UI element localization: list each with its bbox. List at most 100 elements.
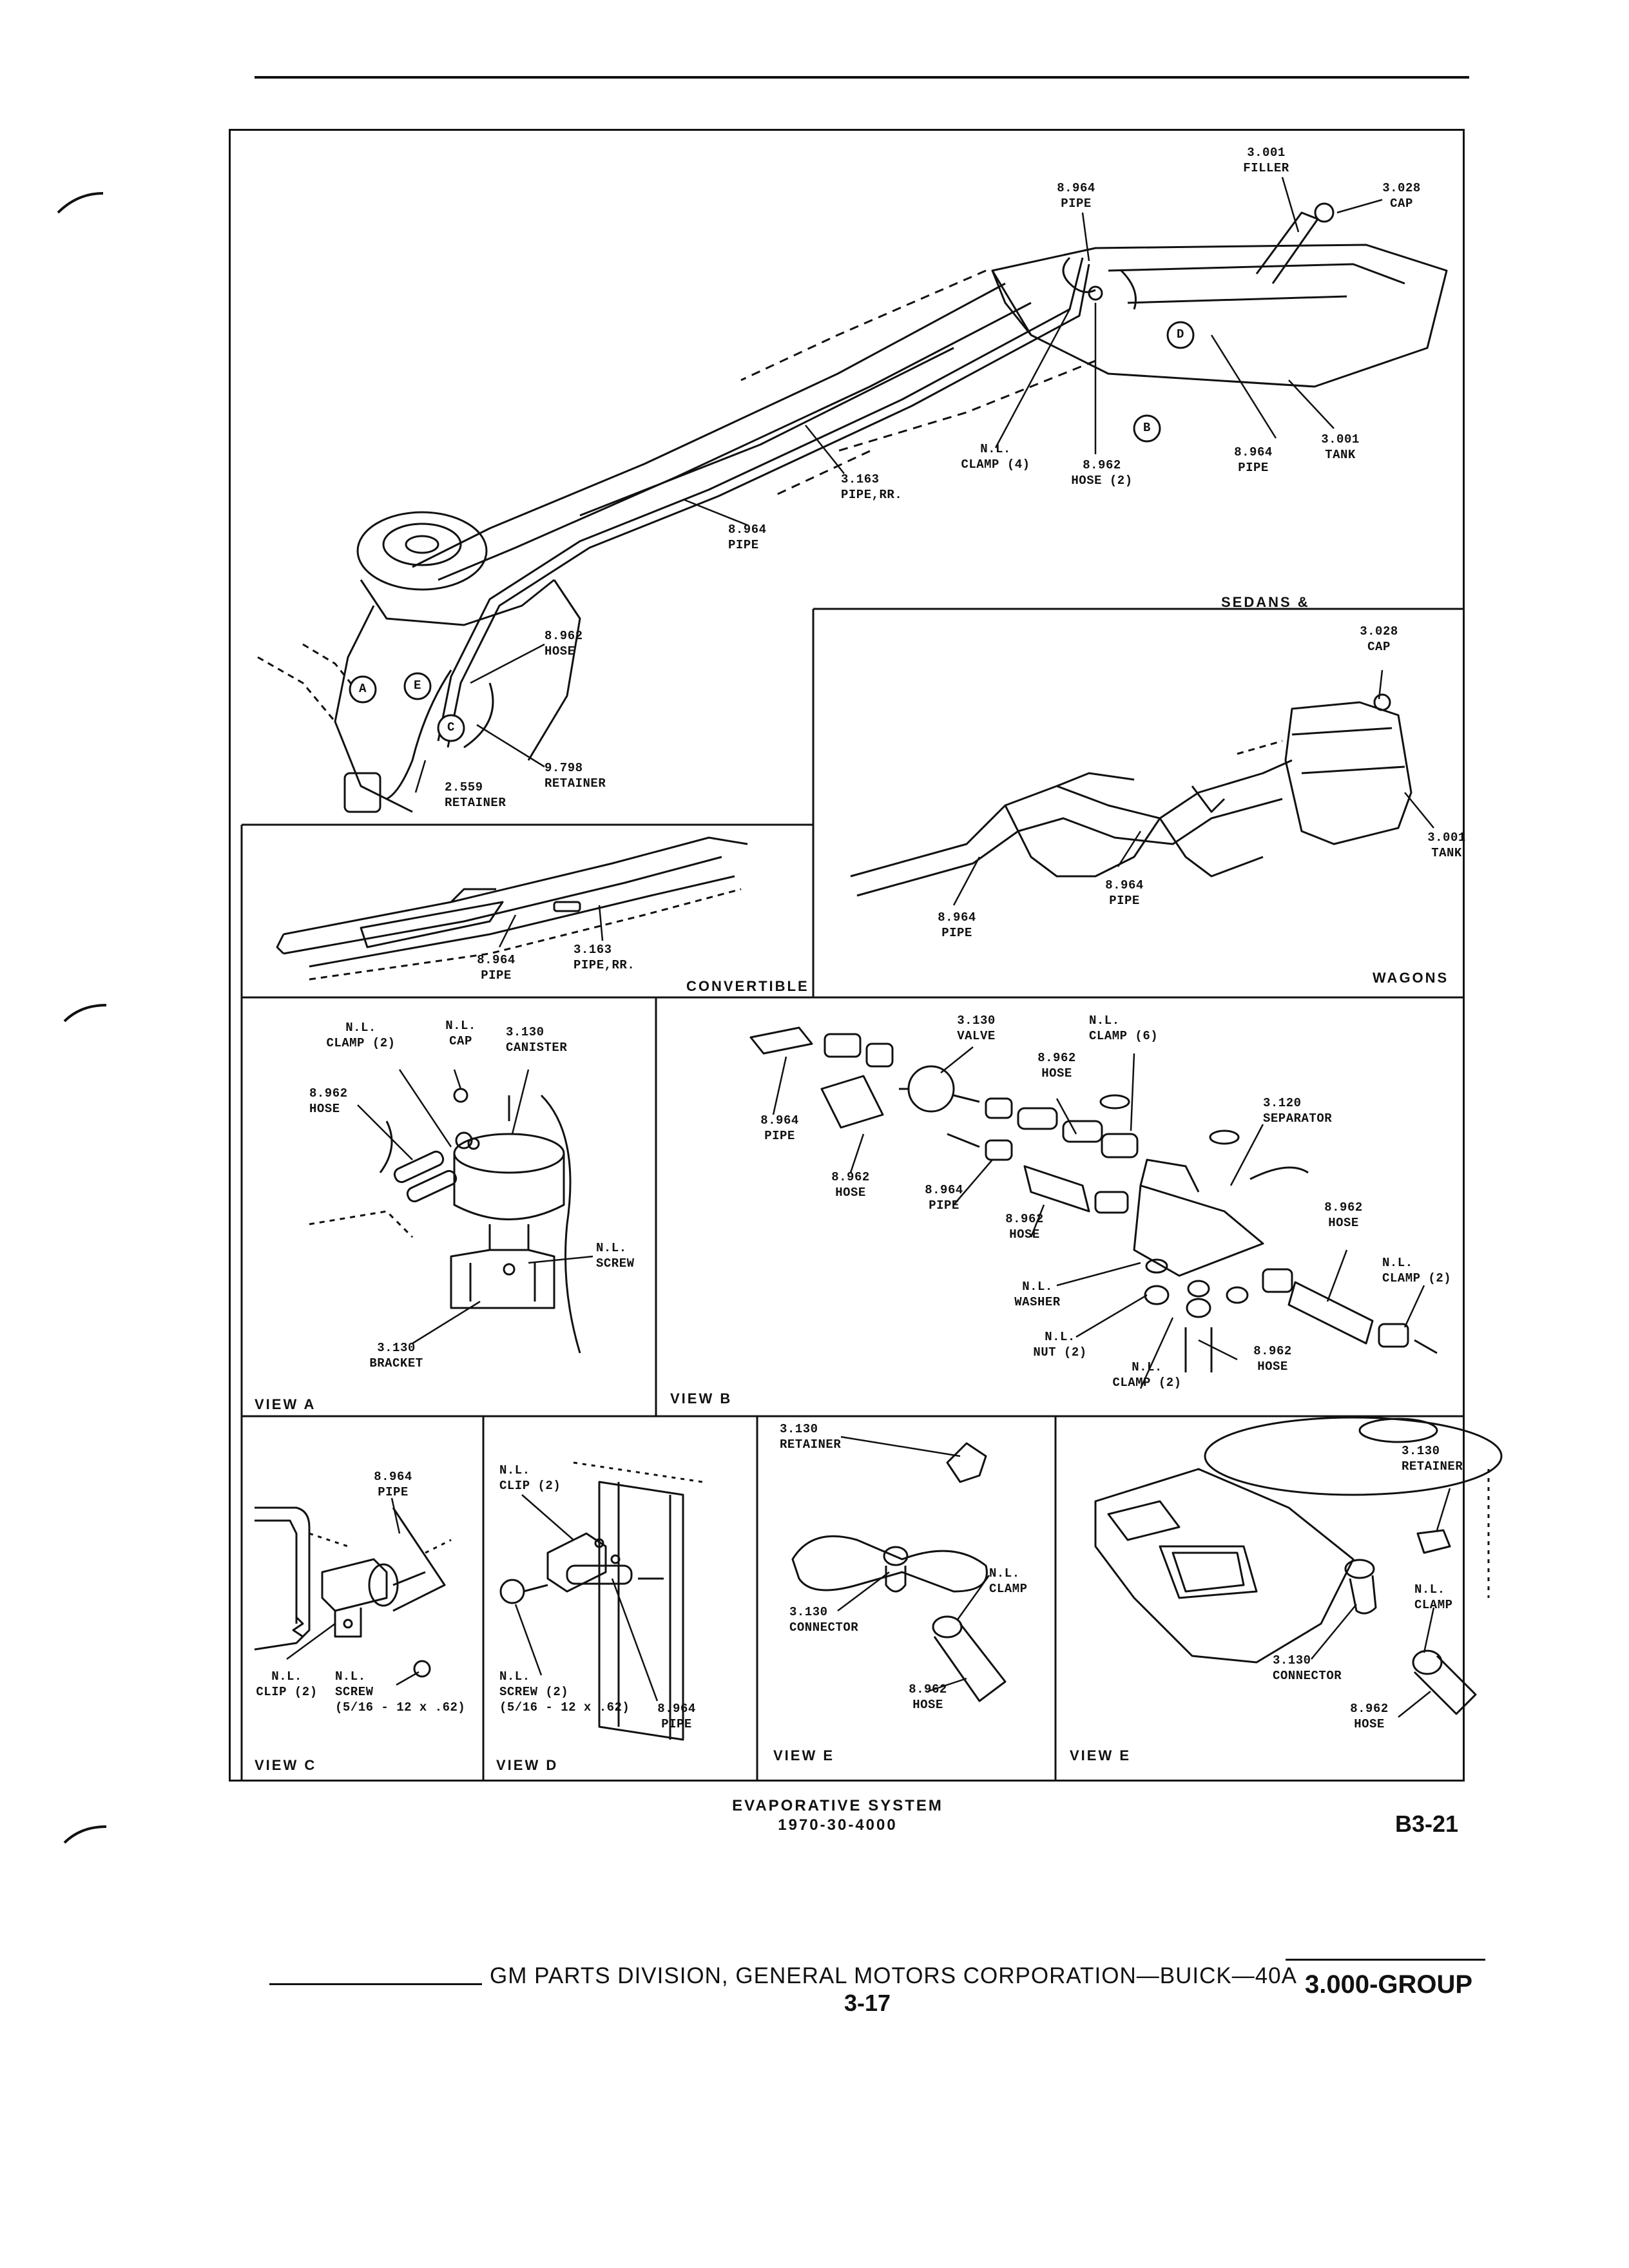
view-c-label-screw: N.L. SCREW (5/16 - 12 x .62)	[335, 1669, 466, 1715]
bracket-shape	[450, 1249, 555, 1309]
view-a-label-bracket: 3.130 BRACKET	[369, 1341, 423, 1370]
view-a-label-cap: N.L. CAP	[445, 1019, 476, 1048]
air-cleaner	[356, 511, 488, 591]
view-b-label-hose-mid: 8.962 HOSE	[1005, 1212, 1044, 1242]
retainer-e1	[946, 1442, 987, 1483]
view-b-label-nut: N.L. NUT (2)	[1033, 1330, 1087, 1360]
view-b-label-separator: 3.120 SEPARATOR	[1263, 1096, 1333, 1126]
view-marker-a: A	[359, 682, 367, 696]
top-rule	[255, 76, 1469, 79]
label-tank-top: 3.001 TANK	[1321, 432, 1360, 462]
air-cleaner-top	[1204, 1416, 1503, 1496]
label-pipe-top: 8.964 PIPE	[1057, 181, 1095, 211]
view-e2-label-clamp: N.L. CLAMP	[1414, 1582, 1453, 1612]
figure-frame	[229, 129, 1465, 1782]
hose-mid-shape	[1023, 1165, 1090, 1213]
footer-group: 3.000-GROUP	[1305, 1970, 1473, 1999]
figure-caption-title: EVAPORATIVE SYSTEM	[732, 1797, 943, 1814]
view-e2-label-hose: 8.962 HOSE	[1350, 1702, 1389, 1731]
view-a-label-clamp: N.L. CLAMP (2)	[326, 1021, 396, 1050]
view-b-label-hose-left: 8.962 HOSE	[831, 1170, 870, 1200]
retainer-e2	[1416, 1529, 1451, 1554]
footer-page-number: 3-17	[844, 1990, 891, 2016]
wagon-label-tank: 3.001 TANK	[1427, 831, 1466, 860]
caption-view-e1: VIEW E	[773, 1747, 835, 1763]
caption-view-b: VIEW B	[670, 1390, 733, 1407]
fuel-tank-outline	[991, 244, 1448, 388]
figure-caption: EVAPORATIVE SYSTEM 1970-30-4000	[702, 1796, 973, 1835]
footer-rule-left	[269, 1983, 482, 1985]
view-b-label-valve: 3.130 VALVE	[957, 1014, 996, 1043]
figure-caption-code: 1970-30-4000	[778, 1816, 898, 1834]
page-reference: B3-21	[1395, 1811, 1459, 1837]
label-retainer-2559: 2.559 RETAINER	[445, 780, 506, 810]
conv-label-pipe: 8.964 PIPE	[477, 953, 516, 983]
label-cap-top: 3.028 CAP	[1382, 181, 1421, 211]
caption-sedans: SEDANS &	[1221, 594, 1310, 610]
caption-view-c: VIEW C	[255, 1757, 317, 1773]
view-b-label-washer: N.L. WASHER	[1014, 1280, 1061, 1309]
view-b-label-hose-right: 8.962 HOSE	[1324, 1200, 1363, 1230]
footer-rule-right	[1286, 1959, 1485, 1961]
caption-view-e2: VIEW E	[1070, 1747, 1132, 1763]
separator-body	[1133, 1184, 1264, 1277]
wagon-label-pipe-center: 8.964 PIPE	[1105, 878, 1144, 908]
view-b-label-clamp-2-bottom: N.L. CLAMP (2)	[1112, 1360, 1182, 1390]
clip-shape	[321, 1558, 388, 1612]
caption-view-a: VIEW A	[255, 1396, 316, 1412]
canister-shape	[343, 772, 381, 813]
label-pipe-rr-top: 3.163 PIPE,RR.	[841, 472, 903, 502]
view-e1-label-hose: 8.962 HOSE	[909, 1682, 947, 1712]
view-a-label-screw: N.L. SCREW	[596, 1241, 635, 1271]
label-pipe-mid: 8.964 PIPE	[728, 523, 767, 552]
view-e1-label-retainer: 3.130 RETAINER	[780, 1422, 842, 1452]
filler-neck	[1255, 211, 1319, 284]
label-hose-2: 8.962 HOSE (2)	[1071, 458, 1133, 488]
label-hose-left: 8.962 HOSE	[545, 629, 583, 658]
label-retainer-9798: 9.798 RETAINER	[545, 761, 606, 791]
view-e1-label-connector: 3.130 CONNECTOR	[789, 1605, 859, 1635]
air-cleaner-snout	[791, 1535, 988, 1593]
clip-d-shape	[546, 1532, 607, 1593]
view-e2-label-retainer: 3.130 RETAINER	[1402, 1444, 1463, 1474]
view-b-label-pipe-mid: 8.964 PIPE	[925, 1183, 963, 1213]
view-a-label-canister: 3.130 CANISTER	[506, 1025, 568, 1055]
view-b-label-hose-top: 8.962 HOSE	[1037, 1051, 1076, 1081]
wagon-label-pipe-left: 8.964 PIPE	[938, 910, 976, 940]
view-d-label-screw: N.L. SCREW (2) (5/16 - 12 x .62)	[499, 1669, 630, 1715]
caption-convertible: CONVERTIBLE	[686, 978, 809, 994]
view-b-label-clamp-6: N.L. CLAMP (6)	[1089, 1014, 1159, 1043]
conv-label-pipe-rr: 3.163 PIPE,RR.	[574, 943, 635, 972]
view-b-label-hose-bottom: 8.962 HOSE	[1253, 1344, 1292, 1374]
label-pipe-right: 8.964 PIPE	[1234, 445, 1273, 475]
view-b-label-pipe-left: 8.964 PIPE	[760, 1113, 799, 1143]
view-c-label-pipe: 8.964 PIPE	[374, 1470, 412, 1499]
caption-view-d: VIEW D	[496, 1757, 559, 1773]
filler-cap-shape	[1314, 202, 1335, 223]
label-filler: 3.001 FILLER	[1243, 146, 1289, 175]
view-marker-e: E	[414, 678, 421, 693]
view-e1-label-clamp: N.L. CLAMP	[989, 1566, 1028, 1596]
caption-wagons: WAGONS	[1373, 970, 1449, 986]
view-marker-c: C	[447, 720, 455, 735]
view-marker-d: D	[1177, 327, 1184, 341]
label-clamp-4: N.L. CLAMP (4)	[961, 442, 1030, 472]
view-d-label-pipe: 8.964 PIPE	[657, 1702, 696, 1731]
view-b-label-clamp-2-right: N.L. CLAMP (2)	[1382, 1256, 1452, 1285]
view-marker-b: B	[1143, 421, 1151, 435]
footer-division: GM PARTS DIVISION, GENERAL MOTORS CORPOR…	[490, 1963, 1297, 1988]
view-c-label-clip: N.L. CLIP (2)	[256, 1669, 318, 1699]
view-a-label-hose: 8.962 HOSE	[309, 1086, 348, 1116]
view-e2-label-connector: 3.130 CONNECTOR	[1273, 1653, 1342, 1683]
